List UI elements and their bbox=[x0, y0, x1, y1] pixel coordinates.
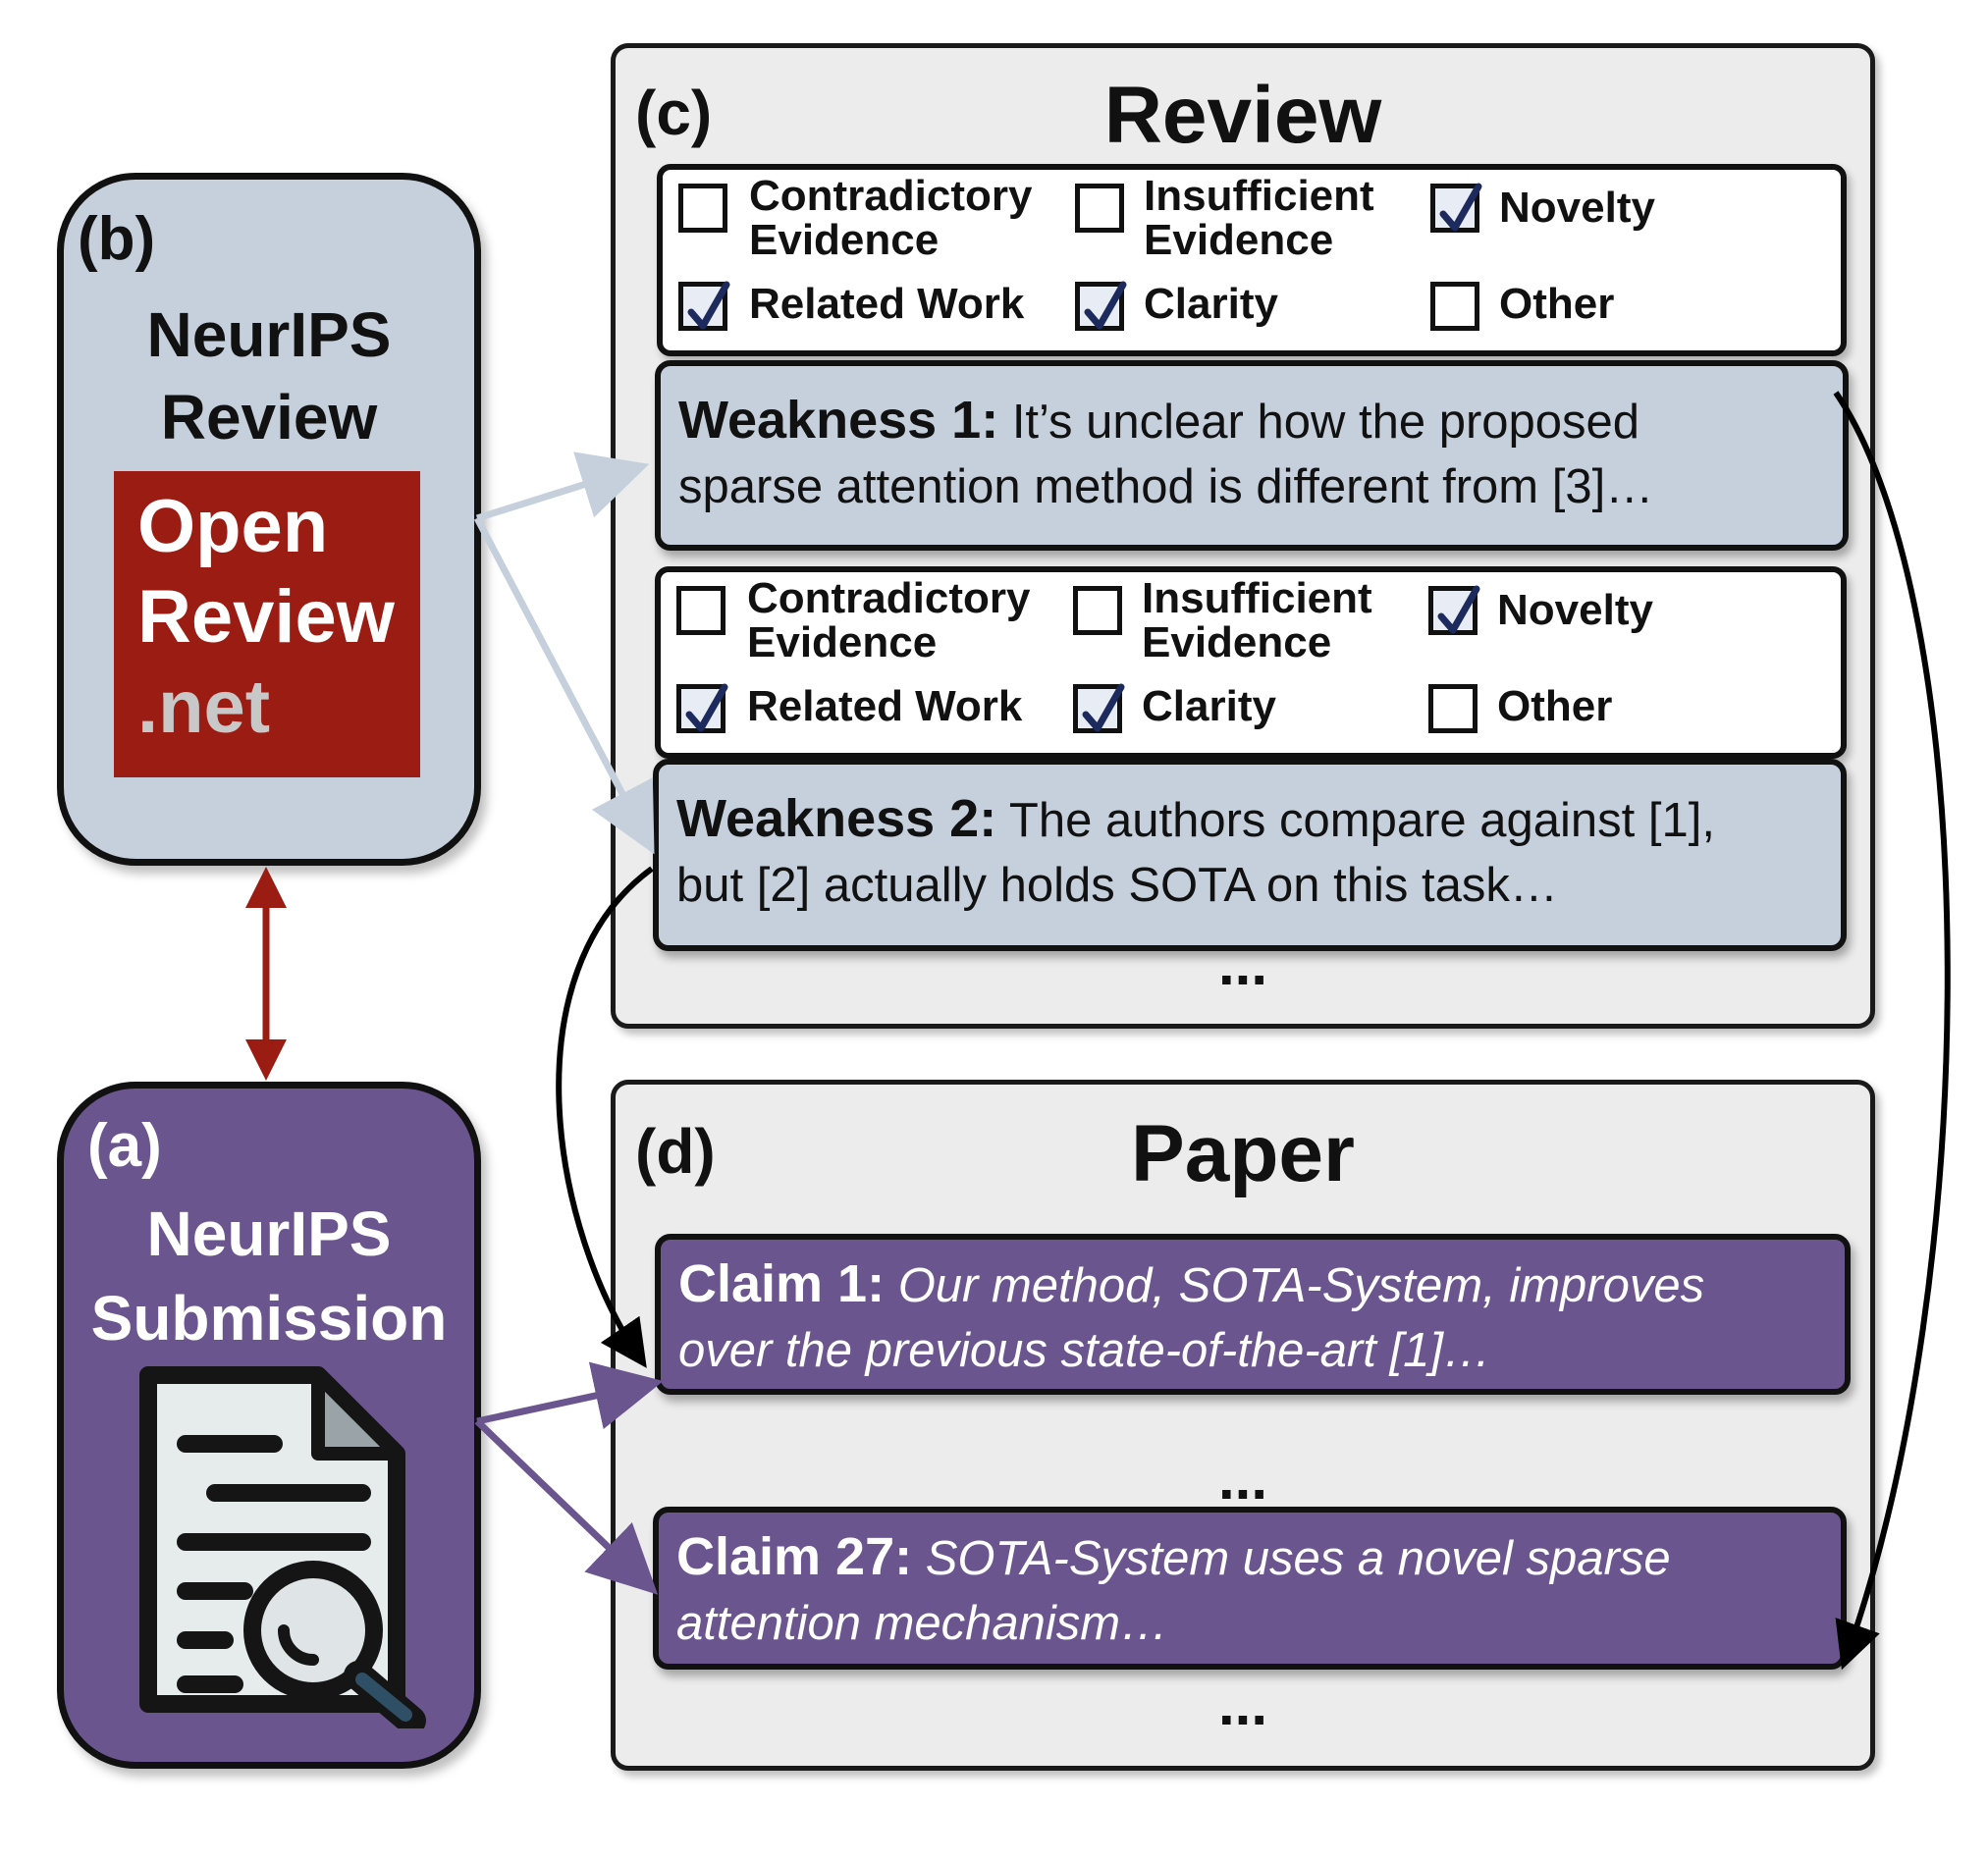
claim-1-line2: over the previous state-of-the-art [1]… bbox=[678, 1324, 1491, 1377]
checkmark-icon bbox=[1084, 281, 1127, 330]
checkbox-clarity[interactable] bbox=[1073, 683, 1125, 733]
label-novelty: Novelty bbox=[1497, 586, 1653, 634]
checkbox-contradictory-evidence[interactable] bbox=[678, 184, 727, 233]
claim-27-line2: attention mechanism… bbox=[676, 1597, 1169, 1650]
claim-27-text-a: SOTA-System uses a novel sparse bbox=[912, 1532, 1671, 1585]
label-contradictory-line1: Contradictory bbox=[749, 172, 1033, 220]
checkmark-icon bbox=[1082, 683, 1125, 732]
claim-27-lead: Claim 27: bbox=[676, 1527, 913, 1586]
claim-1-text-a: Our method, SOTA-System, improves bbox=[885, 1259, 1705, 1312]
claim-1-card: Claim 1: Our method, SOTA-System, improv… bbox=[655, 1234, 1851, 1395]
paper-ellipsis-middle: ... bbox=[1218, 1446, 1268, 1512]
checkmark-icon bbox=[687, 281, 730, 330]
paper-ellipsis-end: ... bbox=[1218, 1672, 1268, 1737]
checkbox-insufficient-evidence[interactable] bbox=[1075, 184, 1124, 233]
weakness-1-lead: Weakness 1: bbox=[678, 391, 999, 450]
label-related-work: Related Work bbox=[747, 682, 1023, 730]
review-to-weakness-arrows bbox=[473, 452, 655, 855]
panel-a-label: (a) bbox=[87, 1112, 162, 1180]
checkbox-other[interactable] bbox=[1430, 282, 1479, 331]
checkbox-other[interactable] bbox=[1428, 684, 1478, 733]
weakness-2-to-claim-1-arrow bbox=[556, 866, 654, 1368]
checkmark-icon bbox=[1437, 585, 1480, 634]
label-contradictory-line1: Contradictory bbox=[747, 574, 1031, 622]
panel-a-heading-line2: Submission bbox=[90, 1283, 448, 1354]
claim-27-card: Claim 27: SOTA-System uses a novel spars… bbox=[653, 1507, 1847, 1670]
weakness-2-line1: Weakness 2: The authors compare against … bbox=[676, 786, 1823, 853]
checkmark-icon bbox=[685, 683, 728, 732]
panel-d-label: (d) bbox=[635, 1116, 716, 1187]
label-insufficient-line2: Evidence bbox=[1142, 618, 1332, 666]
checkbox-related-work[interactable] bbox=[678, 281, 730, 331]
claim-1-line1: Claim 1: Our method, SOTA-System, improv… bbox=[678, 1251, 1827, 1318]
panel-b-heading-line1: NeurIPS bbox=[146, 299, 392, 370]
checkmark-icon bbox=[1439, 183, 1482, 232]
panel-b-label: (b) bbox=[78, 205, 156, 273]
label-clarity: Clarity bbox=[1144, 280, 1278, 328]
panel-d-title: Paper bbox=[1131, 1109, 1355, 1198]
review-ellipsis: ... bbox=[1218, 931, 1268, 997]
panel-review: (c) Review Contradictory Evidence Insuff… bbox=[611, 43, 1875, 1029]
document-search-icon bbox=[139, 1366, 426, 1728]
checkbox-contradictory-evidence[interactable] bbox=[676, 586, 725, 635]
claim-1-lead: Claim 1: bbox=[678, 1254, 886, 1313]
weakness-2-categories: Contradictory Evidence Insufficient Evid… bbox=[655, 566, 1847, 759]
label-other: Other bbox=[1499, 280, 1615, 328]
weakness-1-to-claim-27-arrow bbox=[1833, 391, 1951, 1671]
openreview-logo: Open Review .net bbox=[114, 471, 420, 777]
label-contradictory-line2: Evidence bbox=[749, 216, 940, 264]
weakness-1-categories: Contradictory Evidence Insufficient Evid… bbox=[657, 164, 1847, 356]
weakness-2-line2: but [2] actually holds SOTA on this task… bbox=[676, 859, 1558, 912]
claim-27-line1: Claim 27: SOTA-System uses a novel spars… bbox=[676, 1524, 1823, 1591]
label-other: Other bbox=[1497, 682, 1613, 730]
checkbox-novelty[interactable] bbox=[1428, 585, 1480, 635]
label-insufficient-line1: Insufficient bbox=[1142, 574, 1372, 622]
weakness-2-lead: Weakness 2: bbox=[676, 789, 997, 848]
panel-a-heading-line1: NeurIPS bbox=[146, 1198, 392, 1269]
checkbox-related-work[interactable] bbox=[676, 683, 728, 733]
label-novelty: Novelty bbox=[1499, 184, 1655, 232]
weakness-2-card: Weakness 2: The authors compare against … bbox=[653, 759, 1847, 951]
checkbox-insufficient-evidence[interactable] bbox=[1073, 586, 1122, 635]
panel-paper: (d) Paper Claim 1: Our method, SOTA-Syst… bbox=[611, 1080, 1875, 1771]
label-insufficient-line2: Evidence bbox=[1144, 216, 1334, 264]
panel-c-label: (c) bbox=[635, 78, 713, 148]
logo-text-review: Review bbox=[137, 575, 395, 659]
label-contradictory-line2: Evidence bbox=[747, 618, 938, 666]
weakness-2-text-a: The authors compare against [1], bbox=[996, 794, 1715, 847]
weakness-1-line1: Weakness 1: It’s unclear how the propose… bbox=[678, 388, 1825, 454]
label-related-work: Related Work bbox=[749, 280, 1025, 328]
weakness-1-line2: sparse attention method is different fro… bbox=[678, 460, 1654, 513]
label-clarity: Clarity bbox=[1142, 682, 1276, 730]
label-insufficient-line1: Insufficient bbox=[1144, 172, 1374, 220]
checkbox-clarity[interactable] bbox=[1075, 281, 1127, 331]
panel-c-title: Review bbox=[1103, 71, 1382, 160]
submission-to-claim-arrows bbox=[474, 1361, 664, 1595]
checkbox-novelty[interactable] bbox=[1430, 183, 1482, 233]
logo-text-net: .net bbox=[137, 665, 271, 749]
panel-b-heading-line2: Review bbox=[160, 382, 378, 452]
weakness-1-card: Weakness 1: It’s unclear how the propose… bbox=[655, 360, 1849, 551]
logo-text-open: Open bbox=[137, 485, 329, 568]
weakness-1-text-a: It’s unclear how the proposed bbox=[998, 396, 1640, 449]
